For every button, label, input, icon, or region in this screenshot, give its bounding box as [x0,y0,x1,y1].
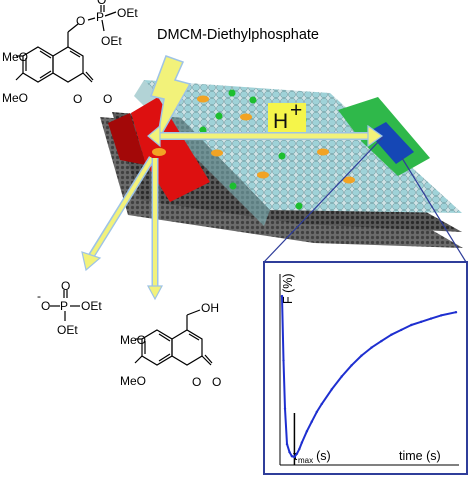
curve-point [310,420,313,423]
green-dot [215,112,223,120]
proton-label: H [273,110,288,133]
methoxy-label: MeO [2,50,28,64]
curve-point [360,354,363,357]
compound-title: DMCM-Diethylphosphate [157,27,319,43]
ring-oxygen-label: O [73,92,82,106]
green-dot [229,182,237,190]
orange-dot [343,176,355,184]
lightning-bolt [149,55,192,143]
curve-point [330,388,333,391]
ether-oxygen-label: O [76,14,85,28]
caged-compound-labels: O P O OEt OEt MeO MeO O O [2,0,138,106]
p-oxo-label: O [97,0,106,7]
proton-charge: + [290,99,302,122]
fluorescence-inset: F (%) time (s) τmax(s) [263,261,468,475]
red-zone-shadow [108,113,146,165]
curve-point [420,320,423,323]
caged-compound-structure [15,5,117,83]
curve-point [282,359,285,362]
orange-dot [197,95,209,103]
proton-highlight [268,103,306,134]
orange-dot [240,113,252,121]
curve-point [285,442,289,446]
curve-point [340,375,343,378]
carbonyl-oxygen-label: O [212,375,221,389]
carbonyl-oxygen-label: O [103,92,112,106]
alcohol-labels: OH MeO MeO O O [120,301,221,389]
lipid-bilayer [100,80,463,248]
curve-point [293,455,296,459]
cleavage-site [152,148,166,156]
red-zone [131,97,210,202]
zoom-line [401,157,467,263]
curve-point [298,447,301,451]
phosphorus-label: P [60,299,68,313]
curve-point [350,364,353,367]
ethoxy-label: OEt [81,299,102,313]
curve-point [300,441,304,444]
orange-dot [257,171,269,179]
anion-oxygen-label: O [41,299,50,313]
curve-point [454,311,458,314]
methoxy-label: MeO [2,91,28,105]
ethoxy-label: OEt [57,323,78,337]
curve-point [320,402,323,406]
phosphate-labels: - O P O OEt OEt [37,279,102,337]
alcohol-structure [134,309,213,366]
curve-point [295,452,299,455]
curve-point [390,333,393,336]
methoxy-label: MeO [120,333,146,347]
curve-point [288,450,291,454]
curve-point [370,346,373,349]
methoxy-label: MeO [120,374,146,388]
orange-dot [317,148,329,156]
ring-oxygen-label: O [192,375,201,389]
y-axis-label: F (%) [281,273,295,304]
green-dot [278,152,286,160]
orange-dot [211,149,223,157]
zoom-line [263,136,384,263]
curve-point [380,339,383,343]
curve-point [439,314,443,317]
inset-frame [263,261,468,475]
curve-point [429,317,433,320]
curve-point [400,328,403,332]
membrane-top-surface [144,80,462,213]
green-dot [249,96,257,104]
ethoxy-label: OEt [117,6,138,20]
curve-point [305,430,309,433]
ethoxy-label: OEt [101,34,122,48]
curve-point [280,294,284,298]
green-dot [295,202,303,210]
curve-point [290,455,294,458]
blue-zone [368,122,414,164]
curve-point [410,323,413,327]
green-dot [228,89,236,97]
anion-charge-label: - [37,289,41,303]
orange-dots [197,95,355,184]
hydroxyl-label: OH [201,301,219,315]
phosphate-structure [50,290,80,321]
p-oxo-label: O [61,279,70,293]
phosphorus-label: P [96,10,104,24]
curve-point [315,410,318,414]
green-dot [199,126,207,134]
curve-point [283,407,287,410]
reaction-arrows [81,55,384,301]
x-axis-label: time (s) [399,449,441,463]
